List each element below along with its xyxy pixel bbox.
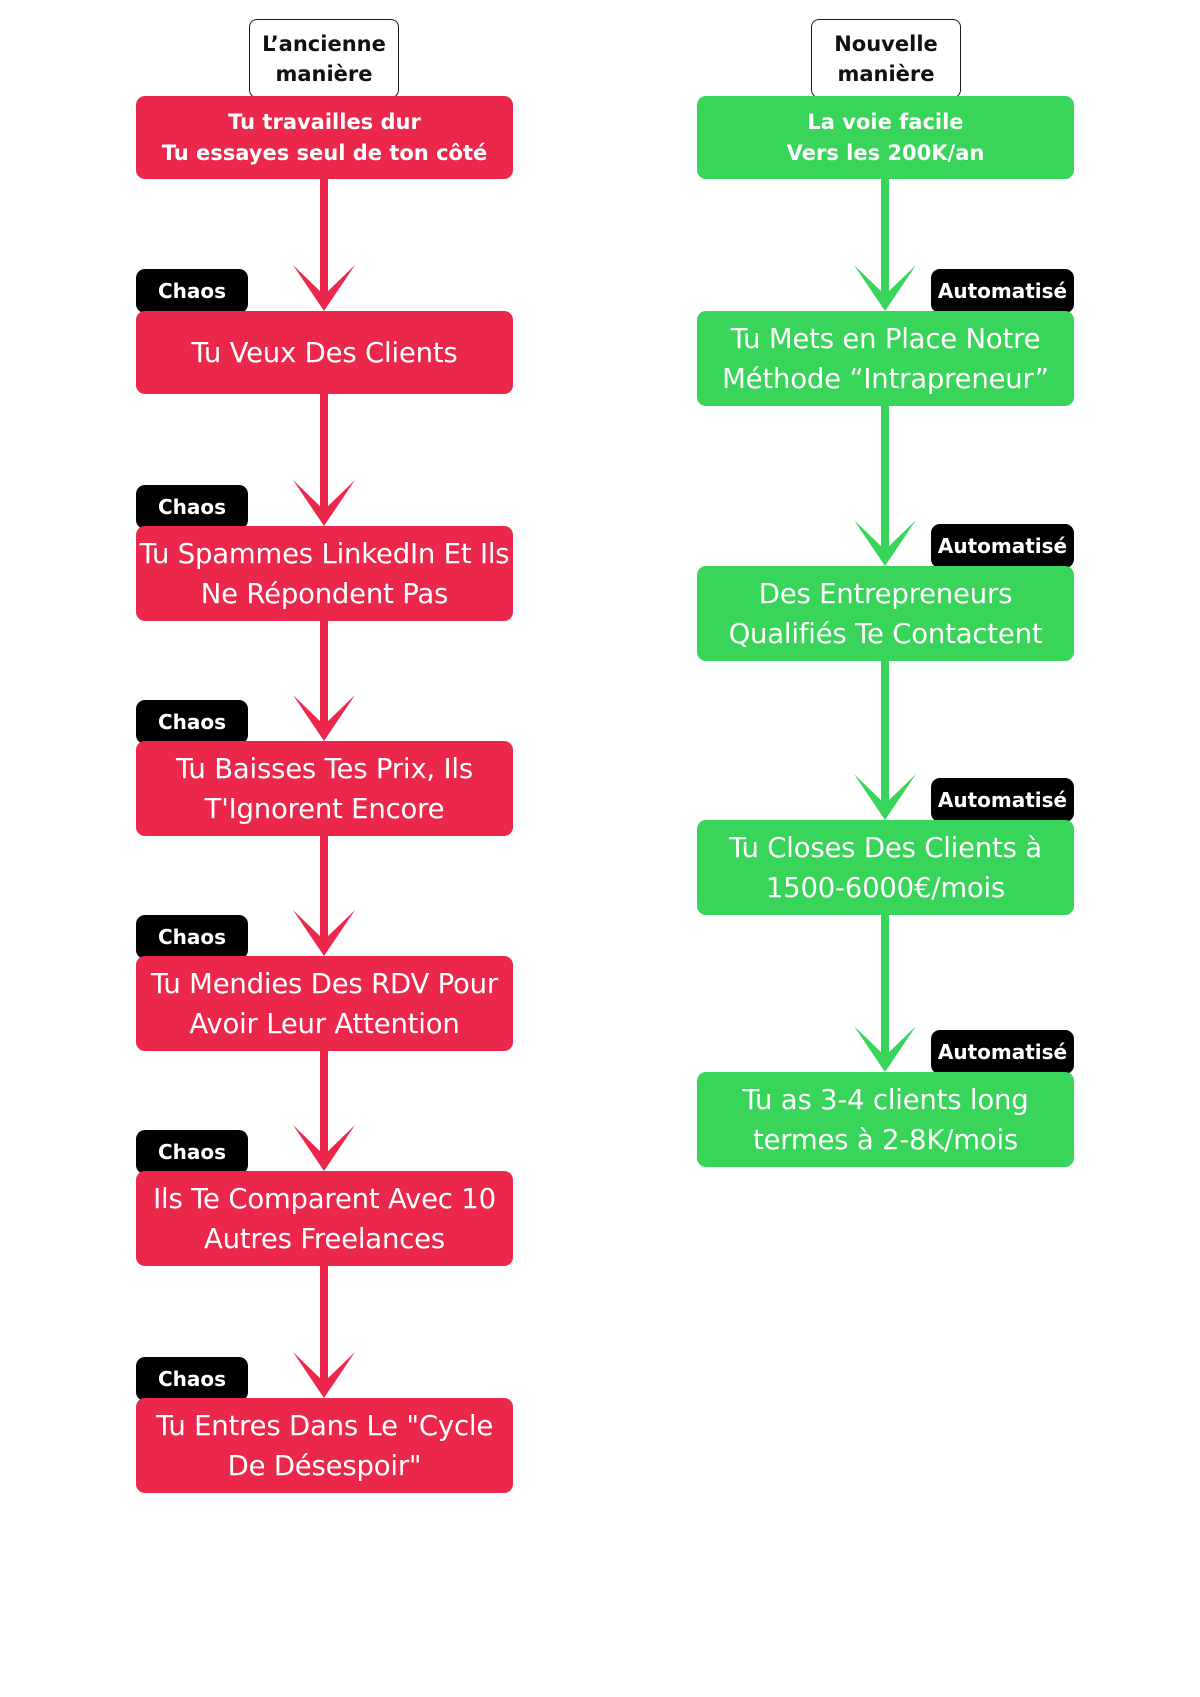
chaos-tag: Chaos: [136, 1130, 248, 1174]
new-way-step-2: Des Entrepreneurs Qualifiés Te Contacten…: [697, 566, 1074, 661]
chaos-tag: Chaos: [136, 700, 248, 744]
old-way-intro: Tu travailles dur Tu essayes seul de ton…: [136, 96, 513, 179]
old-way-step-1: Tu Veux Des Clients: [136, 311, 513, 394]
new-way-step-4: Tu as 3-4 clients long termes à 2-8K/moi…: [697, 1072, 1074, 1167]
automatise-tag: Automatisé: [931, 1030, 1074, 1074]
old-way-step-6: Tu Entres Dans Le "Cycle De Désespoir": [136, 1398, 513, 1493]
chaos-tag: Chaos: [136, 485, 248, 529]
chaos-tag: Chaos: [136, 269, 248, 313]
chaos-tag: Chaos: [136, 1357, 248, 1401]
old-way-step-5: Ils Te Comparent Avec 10 Autres Freelanc…: [136, 1171, 513, 1266]
old-way-arrows: [293, 179, 355, 1398]
new-way-header: Nouvelle manière: [811, 19, 961, 98]
old-way-step-2: Tu Spammes LinkedIn Et Ils Ne Répondent …: [136, 526, 513, 621]
old-way-step-3: Tu Baisses Tes Prix, Ils T'Ignorent Enco…: [136, 741, 513, 836]
new-way-step-3: Tu Closes Des Clients à 1500-6000€/mois: [697, 820, 1074, 915]
down-arrow-red: [293, 394, 355, 526]
new-way-intro: La voie facile Vers les 200K/an: [697, 96, 1074, 179]
new-way-step-1: Tu Mets en Place Notre Méthode “Intrapre…: [697, 311, 1074, 406]
automatise-tag: Automatisé: [931, 524, 1074, 568]
automatise-tag: Automatisé: [931, 778, 1074, 822]
automatise-tag: Automatisé: [931, 269, 1074, 313]
down-arrow-red: [293, 836, 355, 956]
chaos-tag: Chaos: [136, 915, 248, 959]
old-way-step-4: Tu Mendies Des RDV Pour Avoir Leur Atten…: [136, 956, 513, 1051]
old-way-header: L’ancienne manière: [249, 19, 399, 98]
down-arrow-green: [854, 661, 916, 820]
down-arrow-red: [293, 179, 355, 311]
down-arrow-red: [293, 621, 355, 741]
new-way-arrows: [854, 179, 916, 1072]
down-arrow-red: [293, 1266, 355, 1398]
down-arrow-green: [854, 179, 916, 311]
down-arrow-green: [854, 915, 916, 1072]
down-arrow-green: [854, 406, 916, 566]
down-arrow-red: [293, 1051, 355, 1171]
